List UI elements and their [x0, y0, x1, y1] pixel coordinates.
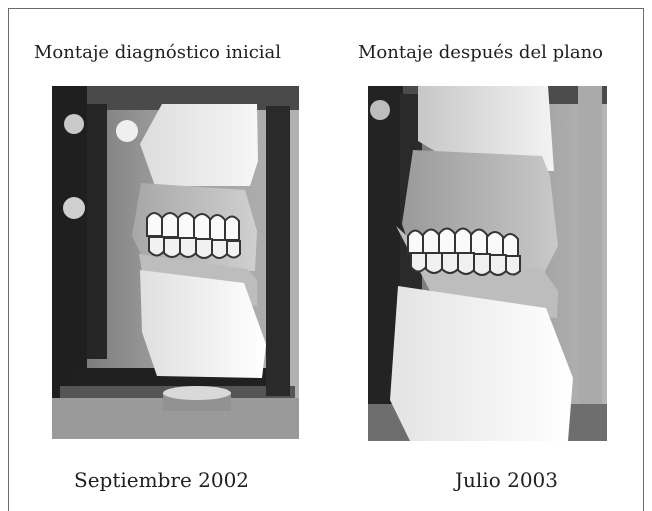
- initial-mounting-photo: [52, 86, 299, 439]
- after-plan-mounting-photo: [368, 86, 607, 441]
- articulator-cast-illustration-right: [368, 86, 607, 441]
- left-photo-date: Septiembre 2002: [74, 468, 250, 492]
- left-photo-title: Montaje diagnóstico inicial: [34, 42, 282, 63]
- articulator-cast-illustration-left: [52, 86, 299, 439]
- right-photo-title: Montaje después del plano: [358, 42, 604, 63]
- right-photo-date: Julio 2003: [455, 468, 558, 492]
